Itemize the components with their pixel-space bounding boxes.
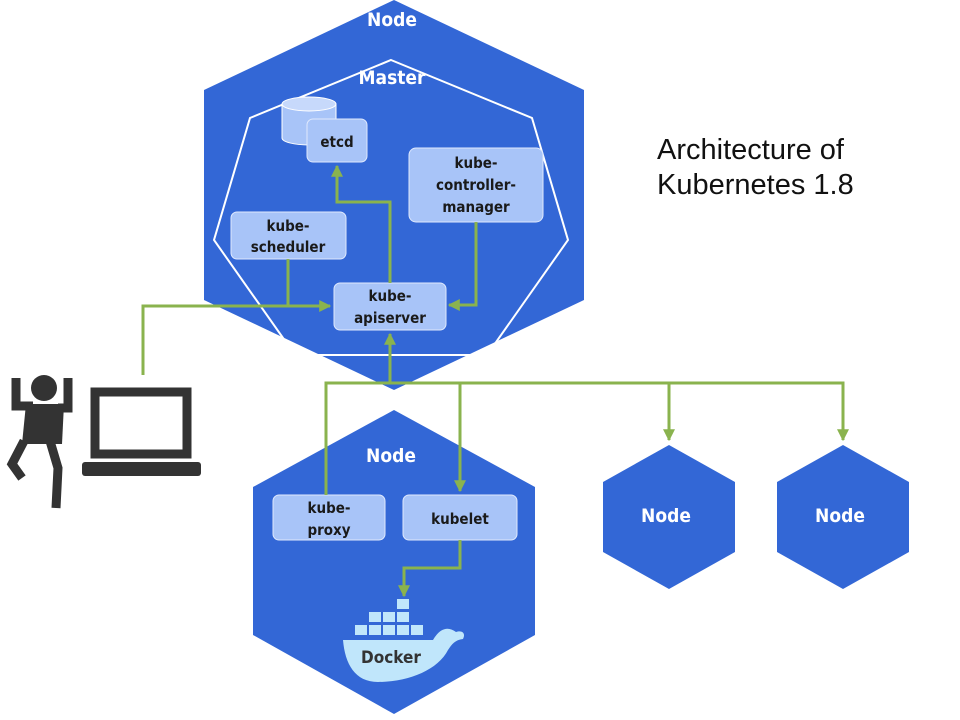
laptop-icon [82,387,201,476]
title-line-1: Architecture of [657,134,844,166]
kube-proxy-line2: proxy [307,521,350,539]
connector-apiserver-etcd [331,164,392,283]
scheduler-box: kube- scheduler [230,211,347,260]
scheduler-line2: scheduler [251,238,326,256]
apiserver-box: kube- apiserver [333,282,447,331]
scheduler-line1: kube- [266,217,309,235]
kube-proxy-box: kube- proxy [272,494,386,541]
controller-manager-line2: controller- [436,176,516,194]
worker-node-label: Node [366,445,416,467]
docker-whale-icon: Docker [343,599,465,682]
person-icon [6,375,73,509]
connectors [141,164,849,598]
node-4: Node [777,445,909,589]
etcd-label: etcd [320,133,353,151]
controller-manager-line1: kube- [454,154,497,172]
apiserver-line2: apiserver [354,309,426,327]
master-node-label: Node [367,9,417,31]
node-3: Node [603,445,735,589]
kube-proxy-line1: kube- [307,499,350,517]
title-line-2: Kubernetes 1.8 [657,169,854,201]
master-label: Master [359,67,426,89]
connector-kubelet-docker [398,540,462,598]
kubelet-label: kubelet [431,510,489,528]
apiserver-line1: kube- [368,287,411,305]
connector-bus [324,381,849,495]
node-4-label: Node [815,505,865,527]
connector-controller-apiserver [447,222,478,311]
controller-manager-box: kube- controller- manager [408,147,544,223]
connector-user-apiserver [141,300,332,375]
diagram-title: Architecture of Kubernetes 1.8 [657,133,947,203]
controller-manager-line3: manager [442,198,510,216]
docker-label: Docker [361,648,421,668]
etcd-box: etcd [306,118,368,163]
node-3-label: Node [641,505,691,527]
kubelet-box: kubelet [402,494,518,541]
